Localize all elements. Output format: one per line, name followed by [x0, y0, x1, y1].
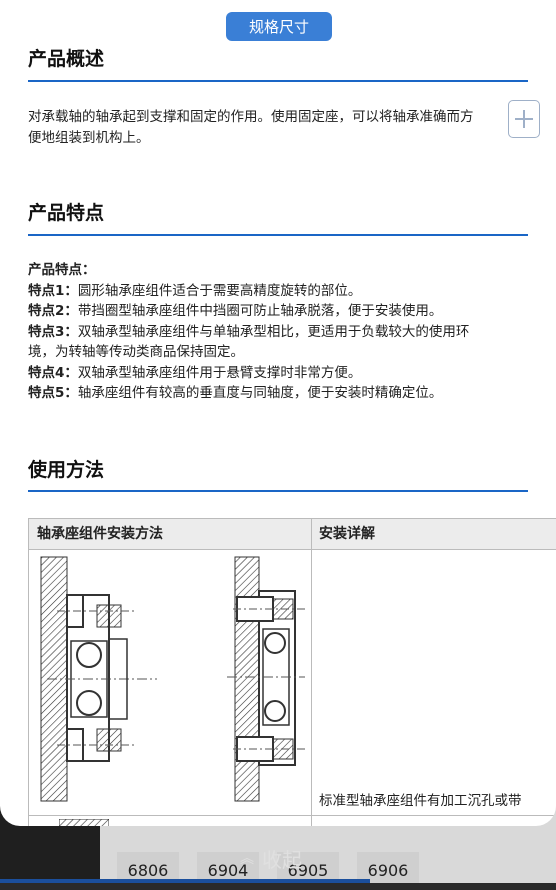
overview-title: 产品概述	[28, 48, 105, 70]
feature-item: 特点4：双轴承型轴承座组件用于悬臂支撑时非常方便。	[28, 364, 362, 381]
plus-icon[interactable]	[508, 100, 540, 138]
overview-text: 对承载轴的轴承起到支撑和固定的作用。使用固定座，可以将轴承准确而方 便地组装到机…	[28, 107, 528, 148]
spec-chip-6906[interactable]: 6906	[357, 852, 419, 883]
feature-item: 特点1：圆形轴承座组件适合于需要高精度旋转的部位。	[28, 282, 362, 299]
next-drawing-partial	[59, 819, 109, 826]
table-header-method: 轴承座组件安装方法	[29, 519, 311, 550]
spec-chip-6806[interactable]: 6806	[117, 852, 179, 883]
progress-bar	[0, 879, 370, 883]
feature-item-cont: 境，为转轴等传动类商品保持固定。	[28, 344, 244, 360]
bearing-install-drawing	[40, 556, 305, 802]
features-title: 产品特点	[28, 202, 105, 224]
spec-chip-6905[interactable]: 6905	[277, 852, 339, 883]
spec-size-button[interactable]: 规格尺寸	[226, 12, 332, 41]
feature-item: 特点3：双轴承型轴承座组件与单轴承型相比，更适用于负载较大的使用环	[28, 323, 470, 340]
features-text: 产品特点： 特点1：圆形轴承座组件适合于需要高精度旋转的部位。 特点2：带挡圈型…	[28, 260, 528, 404]
overview-line-1: 对承载轴的轴承起到支撑和固定的作用。使用固定座，可以将轴承准确而方	[28, 109, 474, 125]
product-detail-sheet: 规格尺寸 产品概述 对承载轴的轴承起到支撑和固定的作用。使用固定座，可以将轴承准…	[0, 0, 556, 826]
overview-divider	[28, 80, 528, 82]
feature-item: 特点5：轴承座组件有较高的垂直度与同轴度，便于安装时精确定位。	[28, 385, 443, 401]
usage-title: 使用方法	[28, 459, 105, 481]
install-table: 轴承座组件安装方法 安装详解	[28, 518, 556, 826]
table-column-divider	[311, 519, 312, 826]
feature-item: 特点2：带挡圈型轴承座组件中挡圈可防止轴承脱落，便于安装使用。	[28, 303, 443, 319]
collapse-button[interactable]: ︽ 收起	[240, 844, 302, 873]
install-detail-text: 标准型轴承座组件有加工沉孔或带	[319, 793, 522, 809]
table-row-divider	[29, 815, 556, 816]
double-chevron-up-icon: ︽	[240, 850, 254, 867]
features-divider	[28, 234, 528, 236]
features-heading: 产品特点：	[28, 262, 96, 278]
table-header-detail: 安装详解	[311, 519, 556, 550]
spec-chip-6904[interactable]: 6904	[197, 852, 259, 883]
collapse-label: 收起	[262, 848, 302, 872]
usage-divider	[28, 490, 528, 492]
overview-line-2: 便地组装到机构上。	[28, 129, 150, 146]
